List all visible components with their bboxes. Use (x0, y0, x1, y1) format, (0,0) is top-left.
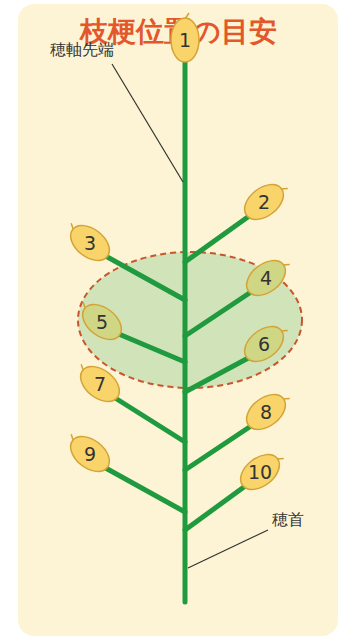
callout-number: 5 (77, 297, 127, 347)
leader-lines (112, 64, 268, 568)
part-label: 穂首 (272, 510, 304, 529)
callout-number: 4 (241, 253, 291, 303)
callout-number: 7 (75, 359, 125, 409)
background-panel (18, 4, 338, 636)
rice-grain: 2 (239, 177, 289, 227)
callout-number: 3 (65, 218, 115, 268)
rice-grain: 8 (241, 387, 291, 437)
callout-number: 8 (241, 387, 291, 437)
rice-grain: 6 (239, 319, 289, 369)
rice-grain: 1 (160, 15, 210, 65)
rice-grain: 9 (65, 429, 115, 479)
panicle-branches (102, 62, 254, 602)
part-label: 穂軸先端 (50, 40, 114, 59)
rice-grain: 5 (77, 297, 127, 347)
callout-number: 2 (239, 177, 289, 227)
callout-number: 6 (239, 319, 289, 369)
callout-number: 10 (235, 447, 285, 497)
callout-number: 9 (65, 429, 115, 479)
rice-grain: 7 (75, 359, 125, 409)
rice-grain: 10 (235, 447, 285, 497)
rice-grain: 3 (65, 218, 115, 268)
callout-number: 1 (160, 15, 210, 65)
rice-grain: 4 (241, 253, 291, 303)
